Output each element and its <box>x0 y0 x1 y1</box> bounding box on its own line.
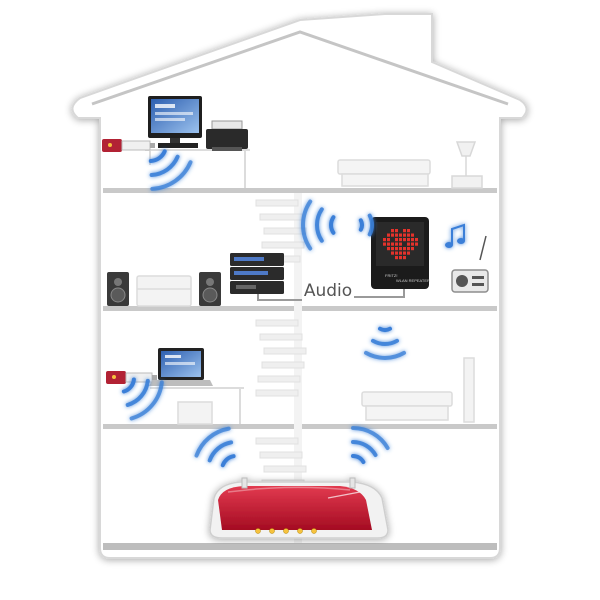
repeater-led <box>399 238 402 242</box>
wifi-arc <box>125 378 150 407</box>
repeater-led <box>391 233 394 237</box>
usb-wifi-stick-top <box>102 139 155 152</box>
repeater-led <box>411 238 414 242</box>
desktop-computer <box>148 96 202 148</box>
speaker-left <box>107 272 129 306</box>
repeater-brand: FRITZ! <box>385 273 397 278</box>
repeater-led <box>387 238 390 242</box>
laptop <box>149 348 213 386</box>
wifi-arc <box>351 426 390 450</box>
repeater-led <box>403 251 406 255</box>
music-note-icon <box>445 223 465 248</box>
wifi-arc <box>207 440 234 463</box>
floor-lamp-lower <box>463 357 475 423</box>
repeater-led <box>399 242 402 246</box>
repeater-led <box>391 247 394 251</box>
desk-lower <box>150 387 244 424</box>
repeater-led <box>403 247 406 251</box>
repeater-led <box>399 233 402 237</box>
wifi-waves-repeater-right <box>358 213 375 237</box>
sofa-lower <box>361 391 453 421</box>
wifi-arc <box>301 199 313 251</box>
wifi-arc <box>371 338 399 346</box>
repeater-led <box>395 238 398 242</box>
usb-wifi-stick-lower <box>106 371 157 384</box>
repeater-led <box>407 229 410 233</box>
wifi-waves-router-left <box>194 426 236 468</box>
sofa-top <box>337 159 431 187</box>
wlan-repeater: FRITZ! WLAN REPEATER <box>371 217 430 289</box>
wifi-waves-repeater-down <box>364 326 406 360</box>
wifi-arc <box>329 215 336 235</box>
repeater-led <box>395 256 398 260</box>
repeater-model: WLAN REPEATER <box>396 278 430 283</box>
wifi-arc <box>351 453 366 464</box>
repeater-led <box>399 247 402 251</box>
repeater-led <box>407 233 410 237</box>
repeater-led <box>403 256 406 260</box>
wifi-signal-waves <box>121 149 406 468</box>
repeater-led <box>399 256 402 260</box>
floor-top <box>103 188 497 193</box>
wifi-arc <box>129 380 164 421</box>
wifi-arc <box>351 440 378 457</box>
repeater-led-grid <box>383 229 418 260</box>
wifi-arc <box>149 154 180 177</box>
repeater-led <box>391 242 394 246</box>
repeater-led <box>407 247 410 251</box>
repeater-led <box>403 238 406 242</box>
wifi-waves-top-stick <box>148 149 193 191</box>
wifi-arc <box>367 213 375 237</box>
wifi-arc <box>364 350 406 360</box>
wifi-arc <box>220 454 236 468</box>
wifi-waves-router-right <box>351 426 390 464</box>
wifi-waves-repeater-left <box>301 199 336 251</box>
floor-ground <box>103 543 497 550</box>
router-status-leds <box>255 528 317 534</box>
printer <box>206 120 248 151</box>
repeater-led <box>411 247 414 251</box>
router <box>209 477 389 539</box>
audio-cable <box>257 288 405 301</box>
repeater-led <box>387 247 390 251</box>
repeater-led <box>391 251 394 255</box>
wifi-arc <box>378 326 392 333</box>
repeater-led <box>415 242 418 246</box>
repeater-led <box>399 251 402 255</box>
wifi-waves-lower-stick <box>121 377 164 421</box>
repeater-led <box>383 242 386 246</box>
repeater-led <box>411 242 414 246</box>
repeater-led <box>407 238 410 242</box>
repeater-led <box>387 242 390 246</box>
speaker-right <box>199 272 221 306</box>
wifi-arc <box>148 149 167 163</box>
audio-label: Audio <box>304 281 352 301</box>
lamp-top <box>451 141 483 189</box>
repeater-led <box>395 242 398 246</box>
repeater-led <box>395 233 398 237</box>
repeater-led <box>407 251 410 255</box>
hifi-stereo-system <box>230 253 284 294</box>
cabinet-lower <box>177 401 213 425</box>
wifi-arc <box>314 207 324 243</box>
tv-stand <box>136 275 192 307</box>
repeater-led <box>407 242 410 246</box>
repeater-led <box>395 251 398 255</box>
radio <box>451 235 489 293</box>
wifi-arc <box>150 160 193 191</box>
wifi-arc <box>121 377 136 394</box>
repeater-led <box>403 233 406 237</box>
repeater-led <box>411 233 414 237</box>
repeater-led <box>415 238 418 242</box>
repeater-led <box>403 229 406 233</box>
repeater-led <box>383 238 386 242</box>
wifi-arc <box>194 426 231 458</box>
repeater-led <box>395 229 398 233</box>
repeater-led <box>395 247 398 251</box>
wifi-arc <box>358 218 364 232</box>
repeater-led <box>387 233 390 237</box>
repeater-led <box>391 229 394 233</box>
